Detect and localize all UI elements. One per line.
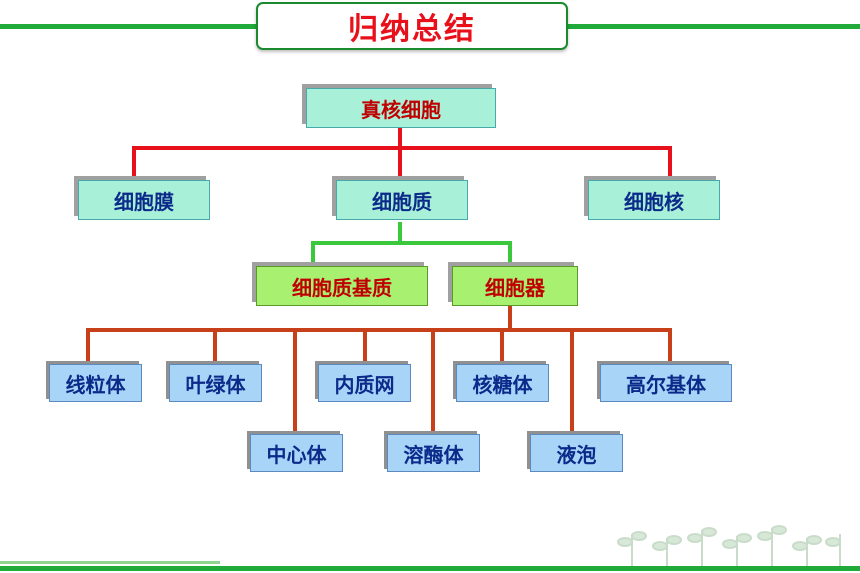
node-nucleus: 细胞核 [588,180,720,220]
node-mitochondria: 线粒体 [49,364,142,402]
node-golgi-apparatus: 高尔基体 [600,364,732,402]
sprout-decoration-icon [617,525,841,568]
bottom-accent-line [0,561,220,564]
title-banner: 归纳总结 [256,2,568,50]
root-node-eukaryotic-cell: 真核细胞 [306,88,496,128]
node-cytoplasm: 细胞质 [336,180,468,220]
node-cell-membrane: 细胞膜 [78,180,210,220]
node-ribosome: 核糖体 [456,364,549,402]
node-endoplasmic-reticulum: 内质网 [318,364,411,402]
page-title: 归纳总结 [348,12,476,47]
node-centrosome: 中心体 [250,434,343,472]
node-cytoplasmic-matrix: 细胞质基质 [256,266,428,306]
node-chloroplast: 叶绿体 [169,364,262,402]
node-vacuole: 液泡 [530,434,623,472]
bottom-divider [0,566,860,571]
node-organelles: 细胞器 [452,266,578,306]
node-lysosome: 溶酶体 [387,434,480,472]
